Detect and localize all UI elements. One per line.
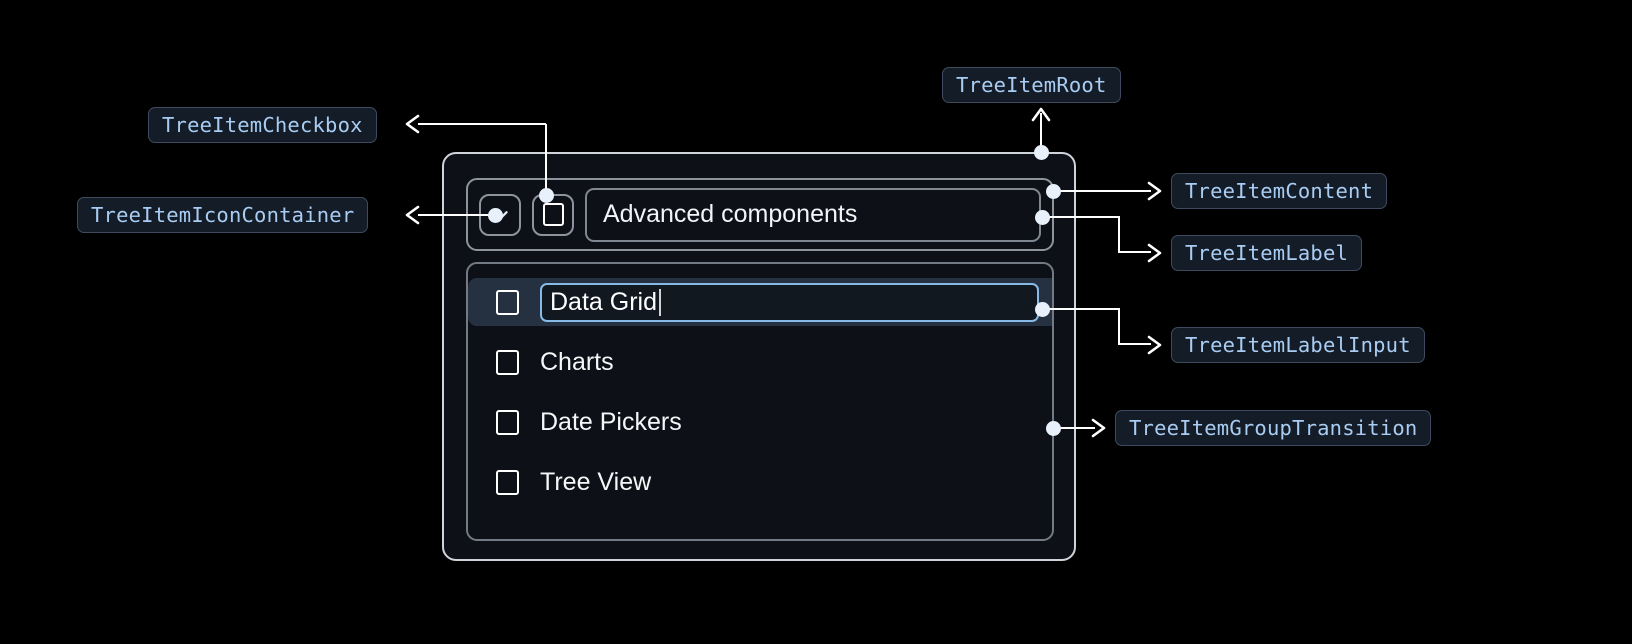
connector-line-checkbox-h [418,123,546,125]
tree-item-label-text: Date Pickers [540,407,682,436]
connector-dot-checkbox [539,188,554,203]
connector-dot-root [1034,145,1049,160]
annotation-tree-item-group-transition: TreeItemGroupTransition [1115,410,1432,446]
annotation-tree-item-label-input: TreeItemLabelInput [1171,327,1425,363]
arrow-up-root [1030,104,1052,126]
tree-item-child-tree-view[interactable]: Tree View [468,458,1052,506]
connector-line-content [1053,190,1151,192]
connector-line-label-input-v [1118,308,1120,345]
connector-line-label-h1 [1042,216,1120,218]
connector-line-checkbox-v [545,124,547,196]
connector-line-label-input-h1 [1042,308,1120,310]
tree-item-group-transition: Data Grid Charts Date Pickers Tree View [466,262,1054,541]
connector-dot-group-transition [1046,421,1061,436]
annotation-tree-item-checkbox: TreeItemCheckbox [148,107,377,143]
annotation-tree-item-label: TreeItemLabel [1171,235,1363,271]
arrow-left-checkbox [401,113,423,135]
annotation-tree-item-icon-container: TreeItemIconContainer [77,197,369,233]
arrow-right-label-input [1144,334,1166,356]
tree-item-root[interactable]: Advanced components Data Grid Charts Dat… [442,152,1076,561]
checkbox-unchecked-icon[interactable] [496,409,519,435]
arrow-right-label [1144,242,1166,264]
connector-dot-content [1046,184,1061,199]
connector-dot-icon-container [488,208,503,223]
connector-line-root [1040,113,1042,153]
tree-item-checkbox[interactable] [532,193,574,236]
checkbox-unchecked-icon[interactable] [496,289,519,315]
text-caret [658,288,661,316]
checkbox-unchecked-icon[interactable] [496,349,519,375]
annotation-tree-item-content: TreeItemContent [1171,173,1388,209]
tree-item-child-charts[interactable]: Charts [468,338,1052,386]
tree-item-label-input-value: Data Grid [550,287,657,316]
tree-item-child-date-pickers[interactable]: Date Pickers [468,398,1052,446]
connector-line-label-h2 [1118,251,1151,253]
tree-item-content[interactable]: Advanced components [466,178,1054,251]
tree-item-child-data-grid[interactable]: Data Grid [468,278,1052,326]
arrow-left-icon-container [401,204,423,226]
connector-dot-label [1035,210,1050,225]
annotation-tree-item-root: TreeItemRoot [942,67,1121,103]
connector-line-label-input-h2 [1118,343,1151,345]
arrow-right-group-transition [1088,417,1110,439]
tree-item-label-input[interactable]: Data Grid [540,282,1039,322]
connector-dot-label-input [1035,302,1050,317]
connector-line-label-v [1118,216,1120,253]
connector-line-icon-container [418,214,496,216]
checkbox-unchecked-icon [542,203,564,226]
tree-item-label-text: Advanced components [603,200,858,228]
tree-item-label-text: Charts [540,347,614,376]
tree-item-label-text: Tree View [540,467,652,496]
tree-item-label: Advanced components [585,187,1041,242]
connector-line-group-transition [1053,427,1095,429]
checkbox-unchecked-icon[interactable] [496,469,519,495]
arrow-right-content [1144,180,1166,202]
